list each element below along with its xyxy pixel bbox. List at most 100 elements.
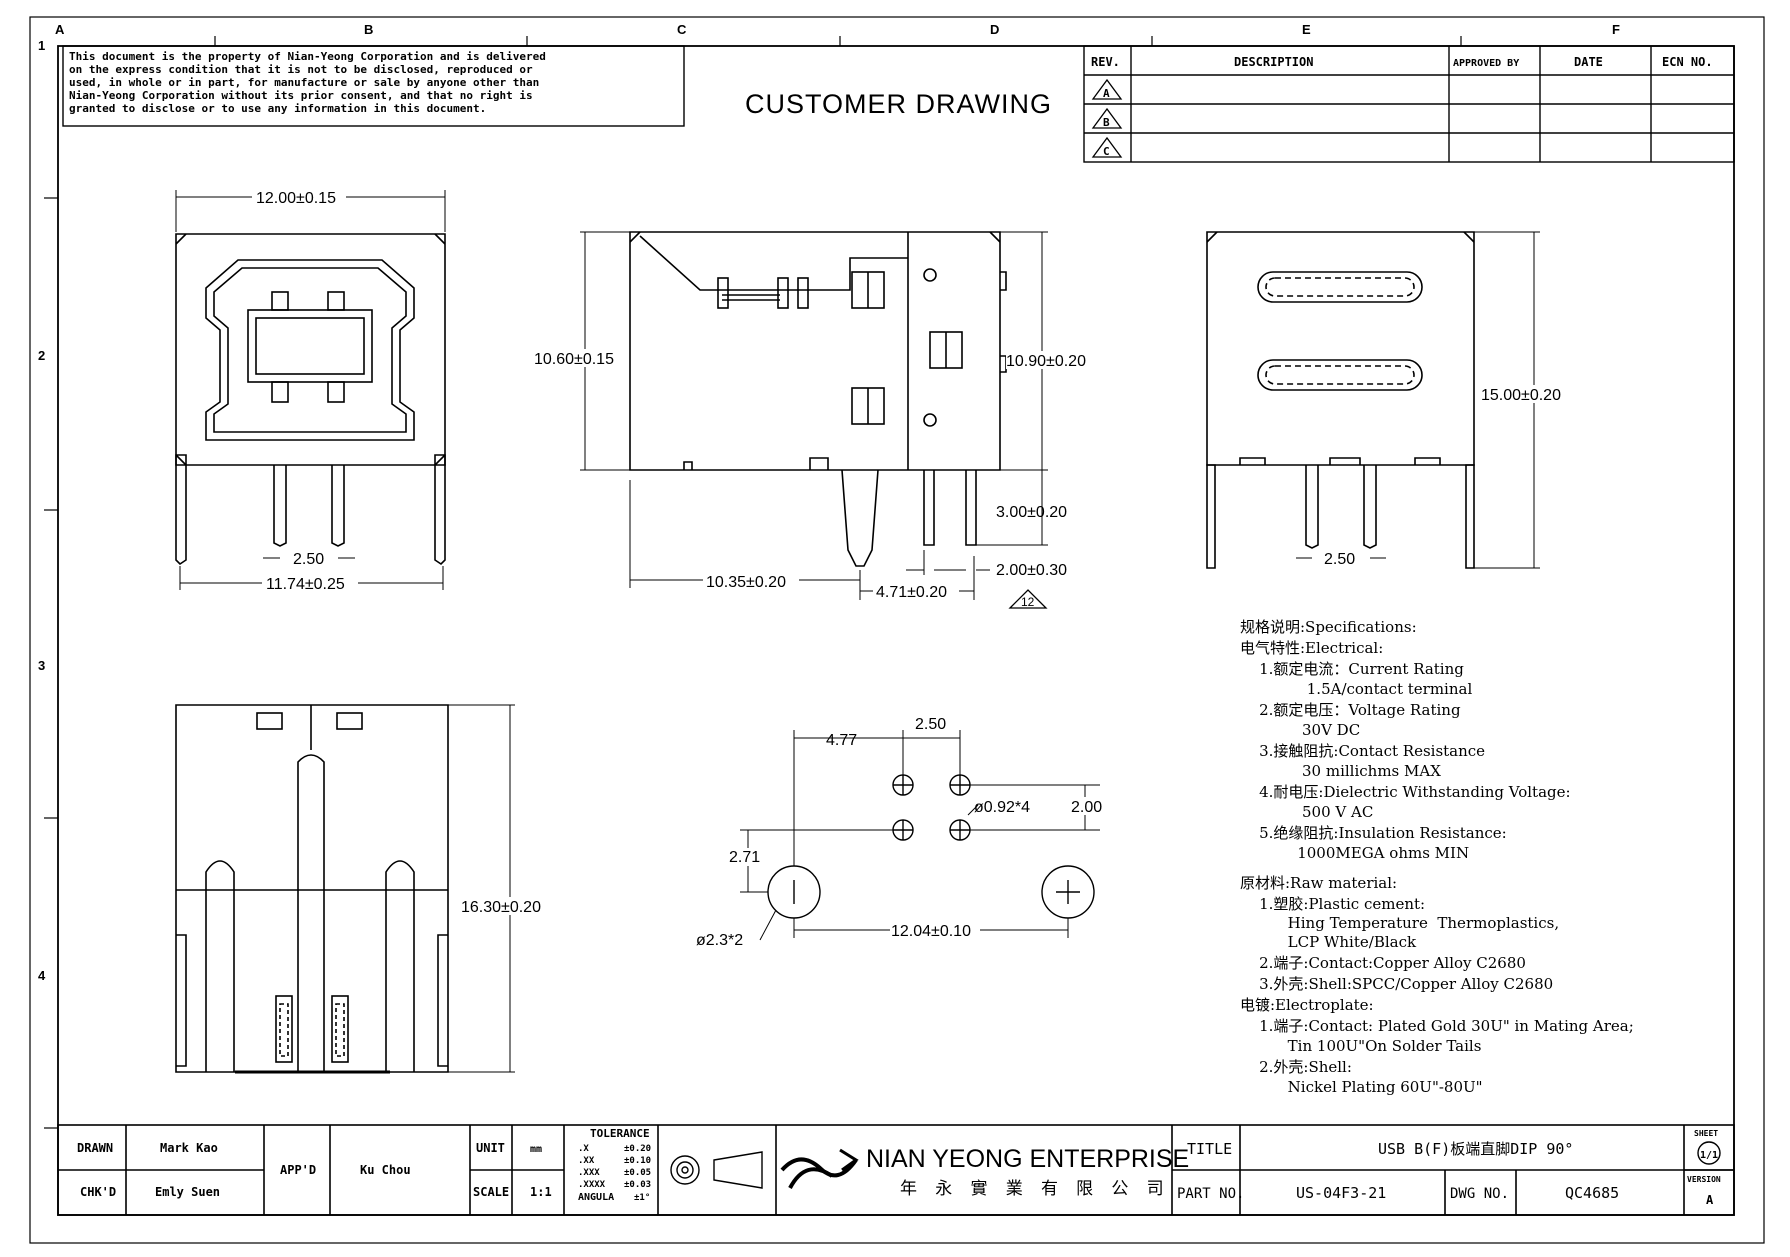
zone-row-2: 2: [38, 348, 45, 363]
front-pitch-dim: 2.50: [293, 551, 324, 568]
side-pin-offset-dim: 4.71±0.20: [876, 584, 947, 601]
front-span-dim: 11.74±0.25: [266, 576, 345, 593]
svg-text:used, in whole or in part, for: used, in whole or in part, for manufactu…: [69, 76, 539, 89]
version-label: VERSION: [1687, 1175, 1721, 1184]
date-header: DATE: [1574, 55, 1603, 69]
svg-text:LCP White/Black: LCP White/Black: [1240, 933, 1417, 951]
scale-value: 1:1: [530, 1185, 552, 1199]
svg-text:1.额定电流：Current Rating: 1.额定电流：Current Rating: [1240, 660, 1464, 678]
svg-text:2.端子:Contact:Copper Alloy C268: 2.端子:Contact:Copper Alloy C2680: [1240, 954, 1526, 972]
part-no-label: PART NO.: [1177, 1186, 1244, 1202]
side-height-left-dim: 10.60±0.15: [534, 351, 614, 368]
front-width-dim: 12.00±0.15: [256, 190, 336, 207]
inner-border: [57, 45, 1735, 1216]
pcb-pitch-dim: 2.50: [915, 716, 946, 733]
zone-markers: [44, 36, 1462, 1129]
svg-text:电气特性:Electrical:: 电气特性:Electrical:: [1240, 639, 1383, 657]
pcb-layout: [740, 730, 1100, 941]
drawn-label: DRAWN: [77, 1141, 113, 1155]
zone-col-f: F: [1612, 22, 1620, 37]
tol-xxxx-label: .XXXX: [578, 1180, 606, 1190]
top-view: [175, 704, 515, 1074]
svg-text:4.耐电压:Dielectric Withstanding: 4.耐电压:Dielectric Withstanding Voltage:: [1240, 783, 1571, 801]
tol-xxx-value: ±0.05: [624, 1168, 651, 1178]
tol-xx-value: ±0.10: [624, 1156, 651, 1166]
title-block-frame: [57, 1124, 1735, 1216]
svg-text:规格说明:Specifications:: 规格说明:Specifications:: [1240, 618, 1417, 636]
scale-label: SCALE: [473, 1185, 509, 1199]
chkd-value: Emly Suen: [155, 1185, 220, 1199]
notice-text: This document is the property of Nian-Ye…: [69, 50, 546, 115]
ecn-header: ECN NO.: [1662, 55, 1713, 69]
zone-col-d: D: [990, 22, 999, 37]
tol-xx-label: .XX: [578, 1156, 595, 1166]
svg-text:500 V AC: 500 V AC: [1240, 803, 1373, 821]
version-value: A: [1706, 1193, 1714, 1207]
projection-symbol: [670, 1151, 763, 1189]
svg-text:原材料:Raw material:: 原材料:Raw material:: [1240, 874, 1397, 892]
top-length-dim: 16.30±0.20: [461, 899, 541, 916]
sheet-label: SHEET: [1694, 1129, 1718, 1138]
svg-text:1.5A/contact terminal: 1.5A/contact terminal: [1240, 680, 1472, 698]
svg-text:1.塑胶:Plastic cement:: 1.塑胶:Plastic cement:: [1240, 895, 1425, 913]
pcb-span-dim: 12.04±0.10: [891, 923, 971, 940]
side-height-right-dim: 10.90±0.20: [1006, 353, 1086, 370]
notice-box: [62, 45, 685, 127]
tol-x-value: ±0.20: [624, 1144, 651, 1154]
drawn-value: Mark Kao: [160, 1141, 218, 1155]
dwg-no-value: QC4685: [1565, 1184, 1619, 1202]
side-pin-length-dim: 3.00±0.20: [996, 504, 1067, 521]
rev-c: C: [1103, 145, 1110, 158]
chkd-label: CHK'D: [80, 1185, 116, 1199]
angular-value: ±1°: [634, 1193, 650, 1203]
sheet-value: 1/1: [1700, 1150, 1718, 1161]
tol-xxx-label: .XXX: [578, 1168, 600, 1178]
rear-height-dim: 15.00±0.20: [1481, 387, 1561, 404]
outer-border: [29, 16, 1765, 1244]
svg-text:1000MEGA ohms MIN: 1000MEGA ohms MIN: [1240, 844, 1469, 862]
svg-text:Nickel Plating 60U"-80U": Nickel Plating 60U"-80U": [1240, 1078, 1483, 1096]
rev-header: REV.: [1091, 55, 1120, 69]
approved-header: APPROVED BY: [1453, 58, 1519, 69]
svg-text:30 millichms MAX: 30 millichms MAX: [1240, 762, 1441, 780]
dwg-no-label: DWG NO.: [1450, 1186, 1509, 1202]
revision-table: [1083, 45, 1735, 163]
description-header: DESCRIPTION: [1234, 55, 1313, 69]
tol-x-label: .X: [578, 1144, 589, 1154]
title-label: TITLE: [1187, 1140, 1232, 1158]
svg-text:granted to disclose or to use: granted to disclose or to use any inform…: [69, 102, 486, 115]
svg-text:3.外壳:Shell:SPCC/Copper Alloy C: 3.外壳:Shell:SPCC/Copper Alloy C2680: [1240, 975, 1553, 993]
side-view: [580, 231, 1048, 609]
zone-row-4: 4: [38, 968, 46, 983]
svg-text:1.端子:Contact: Plated Gold 30U": 1.端子:Contact: Plated Gold 30U" in Mating…: [1240, 1017, 1634, 1035]
svg-text:Nian-Yeong Corporation without: Nian-Yeong Corporation without its prior…: [69, 89, 533, 102]
pcb-big-hole-dim: ø2.3*2: [696, 932, 743, 949]
rev-a: A: [1103, 87, 1110, 100]
title-value: USB B(F)板端直脚DIP 90°: [1378, 1140, 1573, 1158]
front-view: [175, 190, 446, 590]
zone-col-e: E: [1302, 22, 1311, 37]
rev-triangles: [1091, 78, 1123, 158]
angular-label: ANGULA: [578, 1192, 614, 1203]
zone-row-3: 3: [38, 658, 45, 673]
sheet-circle: [1697, 1141, 1721, 1165]
zone-col-c: C: [677, 22, 687, 37]
svg-text:2.额定电压：Voltage Rating: 2.额定电压：Voltage Rating: [1240, 701, 1461, 719]
part-no-value: US-04F3-21: [1296, 1184, 1386, 1202]
drawing-title: CUSTOMER DRAWING: [745, 89, 1052, 119]
specifications: 规格说明:Specifications: 电气特性:Electrical: 1.…: [1240, 618, 1634, 1096]
pcb-hole-dim: ø0.92*4: [974, 799, 1030, 816]
svg-text:5.绝缘阻抗:Insulation Resistance:: 5.绝缘阻抗:Insulation Resistance:: [1240, 824, 1507, 842]
pcb-offset-dim: 4.77: [826, 732, 857, 749]
zone-col-a: A: [55, 22, 65, 37]
tol-xxxx-value: ±0.03: [624, 1180, 651, 1190]
svg-text:30V DC: 30V DC: [1240, 721, 1360, 739]
rear-view: [1206, 231, 1540, 569]
pcb-271-dim: 2.71: [729, 849, 760, 866]
svg-text:on the express condition tha: on the express condition that it is not …: [69, 63, 533, 76]
zone-row-1: 1: [38, 38, 45, 53]
company-name: NIAN YEONG ENTERPRISE: [866, 1145, 1189, 1173]
side-depth-dim: 10.35±0.20: [706, 574, 786, 591]
tolerance-label: TOLERANCE: [590, 1127, 650, 1140]
